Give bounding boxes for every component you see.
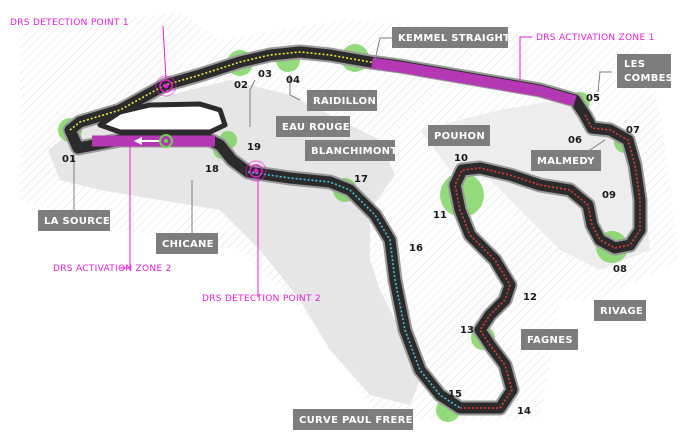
drs-activation-1-label: DRS ACTIVATION ZONE 1 xyxy=(536,33,655,43)
pit-lane xyxy=(97,101,228,135)
label-la-source: LA SOURCE xyxy=(38,210,110,231)
corner-number-16: 16 xyxy=(409,243,423,254)
svg-text:RAIDILLON: RAIDILLON xyxy=(313,96,376,107)
corner-name-labels: LA SOURCE EAU ROUGE RAIDILLON KEMMEL STR… xyxy=(38,27,673,430)
corner-number-05: 05 xyxy=(586,93,600,104)
drs-activation-2-label: DRS ACTIVATION ZONE 2 xyxy=(53,264,172,274)
svg-text:RIVAGE: RIVAGE xyxy=(600,306,643,317)
label-pouhon: POUHON xyxy=(428,125,490,146)
corner-number-13: 13 xyxy=(460,325,474,336)
label-fagnes: FAGNES xyxy=(521,329,578,350)
label-chicane: CHICANE xyxy=(156,233,218,254)
corner-numbers: 01 02 03 04 05 06 07 08 09 10 11 12 13 14 15 16 17 18 19 xyxy=(62,69,640,417)
corner-number-18: 18 xyxy=(205,164,219,175)
corner-number-08: 08 xyxy=(613,264,627,275)
drs-detection-2-label: DRS DETECTION POINT 2 xyxy=(202,294,321,304)
sector-3-line xyxy=(454,114,641,409)
corner-number-03: 03 xyxy=(258,69,272,80)
direction-arrow-icon xyxy=(134,137,160,145)
label-les-combes: LES COMBES xyxy=(617,54,673,88)
corner-number-04: 04 xyxy=(286,75,300,86)
label-blanchimont: BLANCHIMONT xyxy=(305,140,397,161)
svg-text:MALMEDY: MALMEDY xyxy=(537,156,595,167)
corner-number-14: 14 xyxy=(517,406,531,417)
label-eau-rouge: EAU ROUGE xyxy=(276,116,350,137)
corner-number-07: 07 xyxy=(626,125,640,136)
label-rivage: RIVAGE xyxy=(594,300,646,321)
svg-text:KEMMEL STRAIGHT: KEMMEL STRAIGHT xyxy=(398,33,510,44)
drs-zone-1-band xyxy=(371,57,577,107)
svg-text:CHICANE: CHICANE xyxy=(162,239,214,250)
corner-number-12: 12 xyxy=(523,292,537,303)
svg-text:LES: LES xyxy=(624,59,645,70)
corner-number-11: 11 xyxy=(433,210,447,221)
svg-text:COMBES: COMBES xyxy=(624,73,673,84)
svg-text:POUHON: POUHON xyxy=(434,131,485,142)
label-raidillon: RAIDILLON xyxy=(307,90,377,111)
corner-number-17: 17 xyxy=(354,174,368,185)
label-malmedy: MALMEDY xyxy=(531,150,601,171)
svg-text:CURVE PAUL FRERE: CURVE PAUL FRERE xyxy=(299,415,413,426)
corner-number-15: 15 xyxy=(448,389,462,400)
corner-number-09: 09 xyxy=(602,190,616,201)
drs-leader-lines xyxy=(120,25,532,297)
label-paul-frere: CURVE PAUL FRERE xyxy=(293,409,413,430)
runoff-area xyxy=(48,80,420,405)
corner-number-19: 19 xyxy=(247,142,261,153)
drs-detection-1-label: DRS DETECTION POINT 1 xyxy=(10,18,129,28)
corner-number-02: 02 xyxy=(234,80,248,91)
svg-text:EAU ROUGE: EAU ROUGE xyxy=(282,122,350,133)
label-kemmel: KEMMEL STRAIGHT xyxy=(392,27,510,48)
corner-number-06: 06 xyxy=(568,135,582,146)
corner-number-01: 01 xyxy=(62,154,76,165)
sector-2-line xyxy=(247,171,461,409)
svg-text:LA SOURCE: LA SOURCE xyxy=(44,216,110,227)
svg-text:BLANCHIMONT: BLANCHIMONT xyxy=(311,146,397,157)
svg-text:FAGNES: FAGNES xyxy=(527,335,573,346)
drs-detection-2-marker xyxy=(245,160,267,182)
corner-number-10: 10 xyxy=(454,153,468,164)
start-finish-marker-icon xyxy=(159,134,173,148)
